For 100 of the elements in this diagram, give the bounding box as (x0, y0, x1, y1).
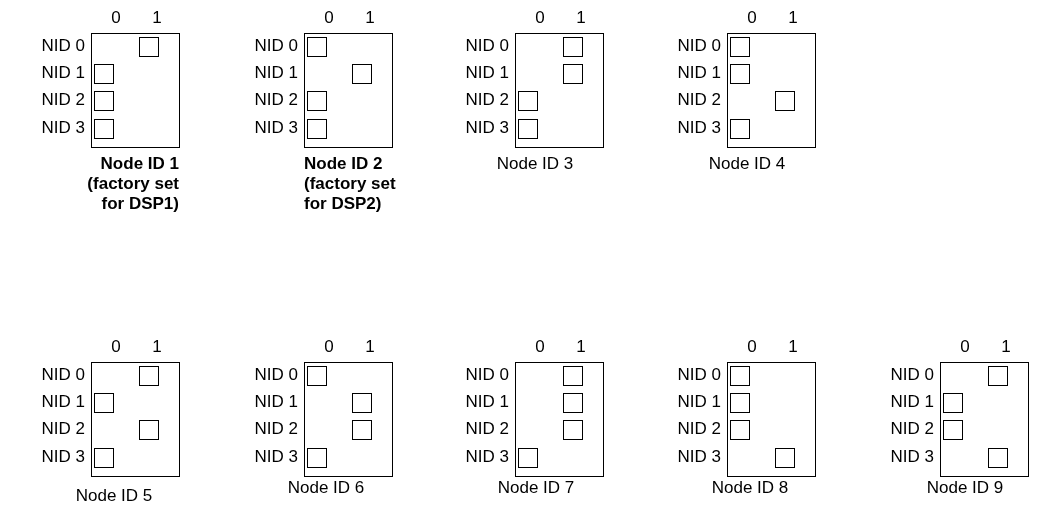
switch-square (94, 91, 114, 111)
switch-square (730, 119, 750, 139)
switch-square (94, 119, 114, 139)
switch-caption: Node ID 5 (74, 486, 154, 506)
row-label: NID 0 (464, 36, 509, 56)
row-label: NID 1 (40, 392, 85, 412)
row-label: NID 2 (40, 419, 85, 439)
row-label: NID 2 (889, 419, 934, 439)
switch-square (988, 366, 1008, 386)
switch-caption: Node ID 1 (factory set for DSP1) (86, 154, 179, 214)
column-label: 0 (323, 8, 335, 28)
dip-switch-box (515, 33, 604, 148)
row-label: NID 3 (40, 118, 85, 138)
switch-square (775, 91, 795, 111)
switch-caption: Node ID 2 (factory set for DSP2) (304, 154, 397, 214)
row-label: NID 0 (889, 365, 934, 385)
switch-square (730, 64, 750, 84)
switch-square (518, 119, 538, 139)
row-label: NID 0 (464, 365, 509, 385)
switch-square (307, 37, 327, 57)
switch-square (730, 366, 750, 386)
dip-switch-box (304, 362, 393, 477)
switch-square (730, 420, 750, 440)
switch-caption: Node ID 3 (495, 154, 575, 174)
row-label: NID 3 (889, 447, 934, 467)
switch-square (352, 393, 372, 413)
dip-switch-box (727, 33, 816, 148)
switch-square (775, 448, 795, 468)
row-label: NID 3 (676, 447, 721, 467)
switch-square (943, 393, 963, 413)
switch-caption: Node ID 4 (707, 154, 787, 174)
row-label: NID 1 (676, 392, 721, 412)
switch-square (139, 37, 159, 57)
row-label: NID 1 (464, 63, 509, 83)
column-label: 0 (959, 337, 971, 357)
switch-caption: Node ID 8 (710, 478, 790, 498)
row-label: NID 1 (40, 63, 85, 83)
row-label: NID 2 (676, 419, 721, 439)
row-label: NID 0 (253, 365, 298, 385)
row-label: NID 0 (676, 36, 721, 56)
dip-switch-box (515, 362, 604, 477)
dip-switch-box (940, 362, 1029, 477)
switch-square (730, 393, 750, 413)
switch-square (730, 37, 750, 57)
column-label: 1 (364, 8, 376, 28)
row-label: NID 3 (464, 118, 509, 138)
row-label: NID 0 (40, 36, 85, 56)
switch-square (563, 37, 583, 57)
row-label: NID 2 (253, 90, 298, 110)
column-label: 1 (787, 8, 799, 28)
row-label: NID 0 (676, 365, 721, 385)
column-label: 0 (534, 8, 546, 28)
row-label: NID 3 (253, 118, 298, 138)
row-label: NID 3 (253, 447, 298, 467)
switch-square (307, 448, 327, 468)
row-label: NID 0 (253, 36, 298, 56)
row-label: NID 1 (464, 392, 509, 412)
switch-square (94, 448, 114, 468)
row-label: NID 3 (40, 447, 85, 467)
row-label: NID 3 (464, 447, 509, 467)
switch-square (139, 366, 159, 386)
switch-square (563, 393, 583, 413)
row-label: NID 1 (676, 63, 721, 83)
row-label: NID 2 (464, 90, 509, 110)
switch-caption: Node ID 9 (925, 478, 1005, 498)
row-label: NID 2 (676, 90, 721, 110)
column-label: 1 (575, 8, 587, 28)
switch-square (352, 420, 372, 440)
row-label: NID 2 (40, 90, 85, 110)
switch-square (307, 91, 327, 111)
row-label: NID 1 (253, 392, 298, 412)
row-label: NID 3 (676, 118, 721, 138)
switch-square (352, 64, 372, 84)
row-label: NID 2 (464, 419, 509, 439)
column-label: 1 (151, 8, 163, 28)
row-label: NID 1 (253, 63, 298, 83)
row-label: NID 0 (40, 365, 85, 385)
switch-square (563, 420, 583, 440)
switch-square (563, 366, 583, 386)
switch-square (94, 64, 114, 84)
switch-square (307, 366, 327, 386)
column-label: 0 (110, 8, 122, 28)
column-label: 1 (575, 337, 587, 357)
switch-square (988, 448, 1008, 468)
dip-switch-box (304, 33, 393, 148)
switch-square (139, 420, 159, 440)
column-label: 0 (110, 337, 122, 357)
column-label: 1 (787, 337, 799, 357)
switch-caption: Node ID 7 (496, 478, 576, 498)
column-label: 0 (746, 337, 758, 357)
column-label: 0 (746, 8, 758, 28)
switch-square (943, 420, 963, 440)
column-label: 1 (364, 337, 376, 357)
dip-switch-box (91, 33, 180, 148)
column-label: 1 (1000, 337, 1012, 357)
dip-switch-box (91, 362, 180, 477)
dip-switch-box (727, 362, 816, 477)
switch-square (563, 64, 583, 84)
switch-square (307, 119, 327, 139)
switch-square (518, 91, 538, 111)
